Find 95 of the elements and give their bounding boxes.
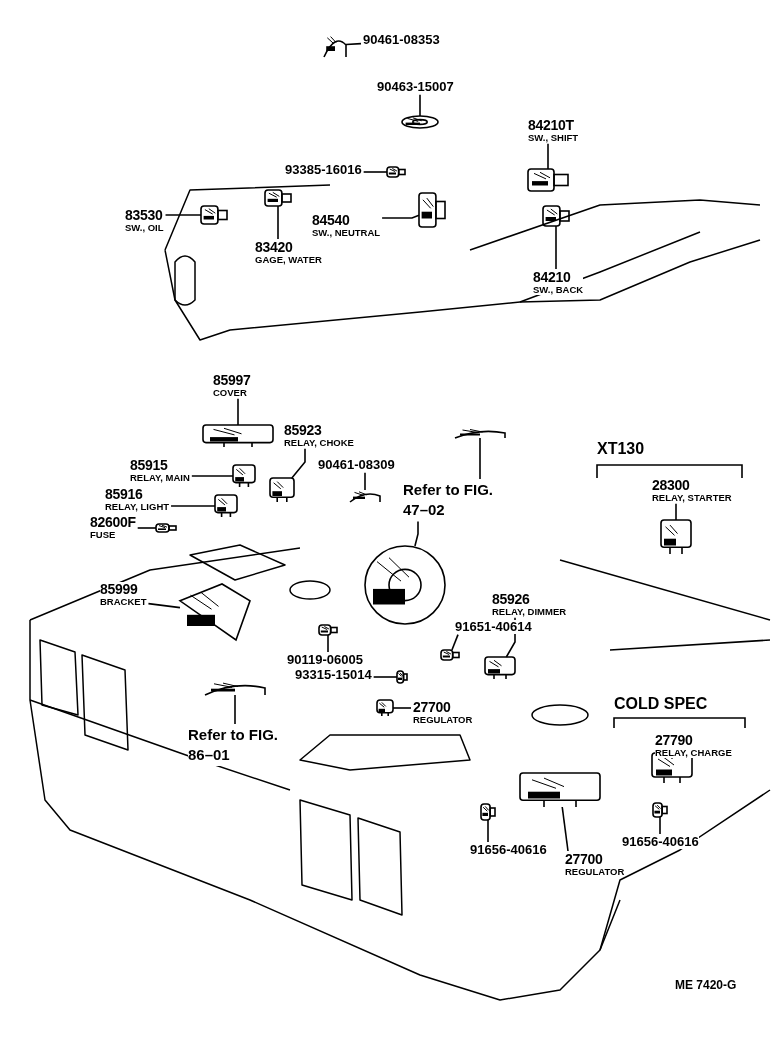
regulator-drawing [519, 772, 601, 808]
part-name: RELAY, STARTER [652, 492, 732, 503]
leader-line [164, 214, 202, 216]
part-name: RELAY, CHARGE [655, 747, 732, 758]
part-name: REGULATOR [565, 866, 625, 877]
part-name: FUSE [90, 529, 117, 540]
part-number: 93315-15014 [295, 668, 372, 682]
leader-line [487, 819, 489, 843]
part-number: 85915 [130, 458, 169, 473]
bolt-drawing [396, 670, 408, 684]
leader-line [675, 502, 677, 521]
switch-drawing [527, 168, 569, 192]
part-number: 84210T [528, 118, 575, 133]
part-number: 85923 [284, 423, 323, 438]
part-number: 90461-08309 [318, 458, 395, 472]
leader-line [191, 475, 234, 477]
relay-drawing [269, 477, 295, 503]
part-name: BRACKET [100, 596, 147, 607]
relay-drawing [484, 656, 516, 680]
part-number: 85916 [105, 487, 144, 502]
switch-drawing [200, 205, 228, 225]
part-number: 82600F [90, 515, 136, 530]
bracket-drawing [178, 583, 251, 642]
leader-line [414, 520, 419, 547]
bolt-drawing [652, 802, 668, 818]
part-name: SW., BACK [533, 284, 584, 295]
leader-line [147, 602, 181, 609]
part-number: 83420 [255, 240, 294, 255]
part-name: SW., SHIFT [528, 132, 579, 143]
part-name: SW., NEUTRAL [312, 227, 381, 238]
part-number: 91651-40614 [455, 620, 532, 634]
part-number: 84210 [533, 270, 572, 285]
leader-line [372, 676, 398, 678]
part-name: GAGE, WATER [255, 254, 322, 265]
part-name: RELAY, MAIN [130, 472, 190, 483]
part-name: SW., OIL [125, 222, 164, 233]
part-number: 27700 [413, 700, 452, 715]
leader-line [381, 214, 420, 219]
part-number: 83530 [125, 208, 164, 223]
switch-drawing [542, 205, 570, 227]
clip-drawing [323, 36, 347, 58]
wire-harness-drawing [204, 682, 266, 696]
part-name: RELAY, DIMMER [492, 606, 567, 617]
part-number: 85926 [492, 592, 531, 607]
leader-line [291, 447, 306, 479]
switch-drawing [418, 192, 446, 228]
fuse-drawing [155, 523, 177, 533]
drawing-code: ME 7420-G [675, 978, 737, 992]
part-number: 85999 [100, 582, 139, 597]
part-name: RELAY, CHOKE [284, 437, 354, 448]
part-number: 91656-40616 [470, 843, 547, 857]
part-number: 28300 [652, 478, 691, 493]
part-name: COVER [213, 387, 248, 398]
leader-line [237, 397, 239, 426]
leader-line [277, 205, 279, 240]
leader-line [547, 142, 549, 170]
bolt-drawing [386, 166, 406, 178]
leader-line [327, 634, 329, 653]
part-number: 27790 [655, 733, 694, 748]
leader-line [419, 93, 421, 117]
part-number: 90119-06005 [287, 653, 363, 667]
part-number: 90463-15007 [377, 80, 454, 94]
relay-drawing [660, 519, 692, 555]
clamp-drawing [349, 491, 381, 503]
relay-drawing [232, 464, 256, 488]
cover-drawing [202, 424, 274, 448]
bolt-drawing [480, 803, 496, 821]
brake-booster-drawing [364, 545, 446, 625]
grommet-drawing [401, 115, 439, 129]
leader-line [451, 633, 459, 651]
part-number: 93385-16016 [285, 163, 362, 177]
part-number: 91656-40616 [622, 835, 699, 849]
part-number: 85997 [213, 373, 251, 388]
leader-line [234, 694, 236, 725]
leader-line [659, 816, 661, 835]
part-number: 84540 [312, 213, 351, 228]
leader-line [392, 707, 412, 709]
leader-line [136, 527, 157, 529]
leader-line [362, 171, 388, 173]
leader-line [561, 806, 569, 852]
bolt-drawing [318, 624, 338, 636]
part-name: RELAY, LIGHT [105, 501, 170, 512]
leader-line [364, 471, 366, 491]
regulator-drawing [376, 699, 394, 717]
part-number: 90461-08353 [363, 33, 440, 47]
leader-line [479, 437, 481, 480]
switch-drawing [264, 189, 292, 207]
leader-line [170, 505, 216, 507]
bolt-drawing [440, 649, 460, 661]
leader-line [345, 42, 362, 46]
leader-line [555, 225, 557, 270]
part-number: 27700 [565, 852, 604, 867]
cable-drawing [454, 429, 506, 439]
relay-drawing [214, 494, 238, 518]
part-name: REGULATOR [413, 714, 473, 725]
